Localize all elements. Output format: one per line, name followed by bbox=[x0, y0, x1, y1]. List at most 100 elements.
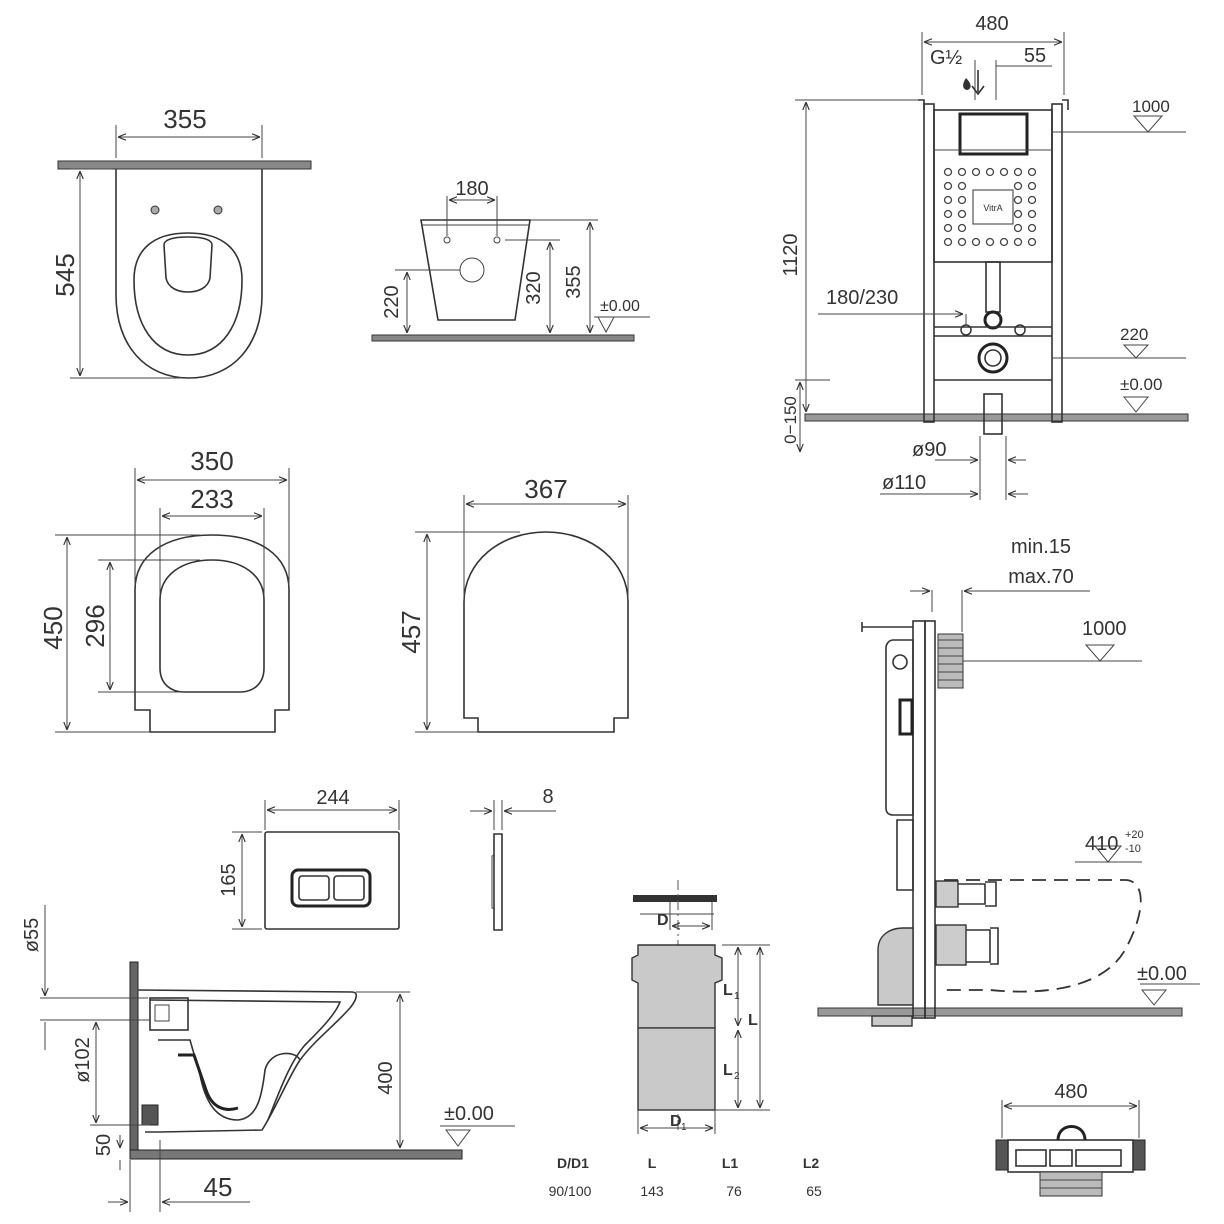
lid-top-view: 367 457 bbox=[396, 474, 629, 733]
wall-max-label: max.70 bbox=[1008, 566, 1074, 588]
frame-level-1000-label: 1000 bbox=[1132, 97, 1170, 116]
pan-top-view: 355 545 bbox=[50, 104, 312, 379]
connector-l-label: L bbox=[748, 1012, 758, 1029]
cistern-hole bbox=[1013, 237, 1023, 247]
pan-width-label: 355 bbox=[163, 104, 206, 134]
cistern-hole bbox=[1027, 195, 1037, 205]
pan-side-d102-label: ø102 bbox=[72, 1037, 94, 1083]
seat-inner-length-label: 296 bbox=[80, 604, 110, 647]
pan-side-h50-label: 50 bbox=[93, 1134, 115, 1156]
pan-side-d55-label: ø55 bbox=[21, 918, 43, 952]
cistern-hole bbox=[1013, 167, 1023, 177]
cistern-hole bbox=[957, 209, 967, 219]
connector-table-value-l: 143 bbox=[640, 1183, 664, 1199]
frame-plan-width-label: 480 bbox=[1054, 1081, 1087, 1103]
cistern-hole bbox=[1027, 209, 1037, 219]
cistern-hole bbox=[1013, 181, 1023, 191]
cistern-hole bbox=[943, 167, 953, 177]
seat-length-label: 450 bbox=[38, 606, 68, 649]
cistern-hole bbox=[957, 223, 967, 233]
seat-inner-width-label: 233 bbox=[190, 484, 233, 514]
pan-height-320-label: 320 bbox=[523, 271, 545, 304]
pan-front-view: 180 220 320 355 ±0.00 bbox=[371, 178, 650, 342]
cistern-hole bbox=[1013, 223, 1023, 233]
cistern-hole bbox=[943, 237, 953, 247]
cistern-hole bbox=[999, 167, 1009, 177]
cistern-hole bbox=[971, 237, 981, 247]
pan-height-220-label: 220 bbox=[381, 285, 403, 318]
frame-cistern-holes bbox=[943, 167, 1037, 247]
cistern-hole bbox=[943, 223, 953, 233]
cistern-hole bbox=[943, 209, 953, 219]
flush-plate-view: 244 165 8 bbox=[218, 786, 556, 931]
cistern-hole bbox=[957, 195, 967, 205]
cistern-hole bbox=[1013, 209, 1023, 219]
pan-side-view: ø55 ø102 50 400 45 ±0.00 bbox=[21, 905, 515, 1212]
wall-min-label: min.15 bbox=[1011, 536, 1071, 558]
cistern-hole bbox=[999, 237, 1009, 247]
flush-plate-width-label: 244 bbox=[316, 787, 349, 809]
pan-side-w45-label: 45 bbox=[204, 1172, 233, 1202]
frame-floor-range-label: 0−150 bbox=[781, 396, 800, 444]
cistern-hole bbox=[1027, 237, 1037, 247]
flush-plate-thickness-label: 8 bbox=[542, 786, 553, 808]
connector-d1-subscript: 1 bbox=[681, 1122, 687, 1133]
connector-table-value-d: 90/100 bbox=[549, 1183, 592, 1199]
cistern-hole bbox=[985, 167, 995, 177]
frame-front-view: VitrA 480 G½ 55 1120 1000 180/230 220 bbox=[780, 13, 1189, 500]
frame-side-level-410-label: 410 bbox=[1085, 833, 1118, 855]
connector-d1-label: D bbox=[670, 1113, 682, 1130]
frame-inlet-offset-label: 55 bbox=[1024, 45, 1046, 67]
cistern-hole bbox=[985, 237, 995, 247]
frame-height-label: 1120 bbox=[780, 233, 802, 276]
connector-l2-label: L bbox=[723, 1062, 733, 1079]
cistern-hole bbox=[943, 195, 953, 205]
cistern-hole bbox=[957, 181, 967, 191]
connector-table-header-l2: L2 bbox=[803, 1155, 820, 1171]
pan-length-label: 545 bbox=[50, 253, 80, 296]
pan-height-355-label: 355 bbox=[563, 265, 585, 298]
connector-table-header-l: L bbox=[648, 1155, 657, 1171]
lid-width-label: 367 bbox=[524, 474, 567, 504]
seat-width-label: 350 bbox=[190, 446, 233, 476]
connector-table-header-l1: L1 bbox=[722, 1155, 739, 1171]
cistern-hole bbox=[1013, 195, 1023, 205]
pan-fix-spacing-label: 180 bbox=[455, 178, 488, 200]
cistern-hole bbox=[1027, 223, 1037, 233]
connector-table-header-d: D/D1 bbox=[557, 1155, 589, 1171]
cistern-hole bbox=[1027, 181, 1037, 191]
tolerance-plus-label: +20 bbox=[1125, 829, 1144, 841]
frame-side-view: min.15 max.70 1000 410 +20 -10 ±0.00 bbox=[817, 536, 1200, 1027]
frame-d90-label: ø90 bbox=[912, 439, 946, 461]
pan-side-h400-label: 400 bbox=[375, 1061, 397, 1094]
frame-inlet-label: G½ bbox=[930, 47, 963, 69]
frame-ground-level-label: ±0.00 bbox=[1120, 375, 1162, 394]
frame-plan-view: 480 bbox=[995, 1081, 1146, 1197]
connector-table-value-l1: 76 bbox=[726, 1183, 742, 1199]
seat-top-view: 350 233 450 296 bbox=[38, 446, 290, 733]
connector-table-value-l2: 65 bbox=[806, 1183, 822, 1199]
frame-d110-label: ø110 bbox=[882, 472, 926, 494]
cistern-hole bbox=[957, 167, 967, 177]
frame-level-220-label: 220 bbox=[1120, 325, 1148, 344]
connector-l2-subscript: 2 bbox=[734, 1071, 740, 1082]
cistern-hole bbox=[971, 167, 981, 177]
connector-l1-subscript: 1 bbox=[734, 991, 740, 1002]
connector-l1-label: L bbox=[723, 982, 733, 999]
vitra-logo-text: VitrA bbox=[983, 203, 1002, 213]
frame-side-level-1000-label: 1000 bbox=[1082, 618, 1127, 640]
pan-side-ground-label: ±0.00 bbox=[444, 1103, 494, 1125]
lid-length-label: 457 bbox=[396, 610, 426, 653]
flush-plate-height-label: 165 bbox=[218, 863, 240, 896]
connector-pipe-view: D L L 1 L 2 D 1 D/D1 L L1 L2 90/100 143 … bbox=[549, 880, 822, 1199]
frame-width-label: 480 bbox=[975, 13, 1008, 35]
frame-spacing-label: 180/230 bbox=[826, 287, 898, 309]
connector-d-label: D bbox=[657, 912, 669, 929]
pan-ground-level-label: ±0.00 bbox=[600, 298, 640, 315]
cistern-hole bbox=[957, 237, 967, 247]
frame-side-ground-label: ±0.00 bbox=[1137, 963, 1187, 985]
cistern-hole bbox=[1027, 167, 1037, 177]
tolerance-minus-label: -10 bbox=[1125, 843, 1141, 855]
cistern-hole bbox=[943, 181, 953, 191]
